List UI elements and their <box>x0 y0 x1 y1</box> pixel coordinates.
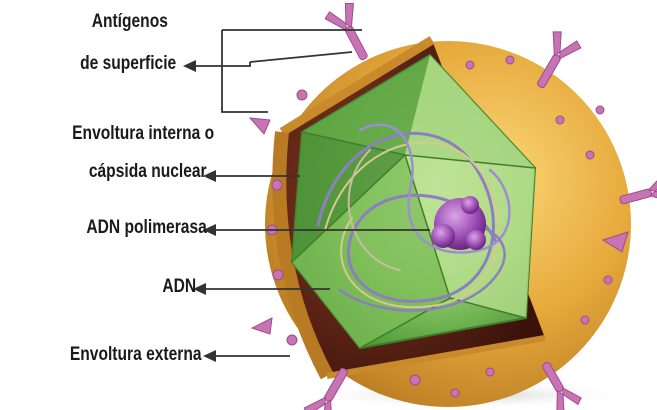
arrow-icon <box>183 60 196 72</box>
label-dna: ADN <box>162 275 196 299</box>
label-inner-envelope-line1: Envoltura interna o <box>72 122 214 146</box>
label-dna-polymerase: ADN polimerasa <box>87 216 207 240</box>
arrow-heads <box>183 60 216 362</box>
label-surface-antigens-line2: de superficie <box>80 52 176 76</box>
label-surface-antigens-line1: Antígenos <box>92 10 168 34</box>
label-outer-envelope: Envoltura externa <box>69 343 201 367</box>
label-inner-envelope-line2: cápsida nuclear <box>89 160 207 184</box>
arrow-icon <box>203 350 216 362</box>
